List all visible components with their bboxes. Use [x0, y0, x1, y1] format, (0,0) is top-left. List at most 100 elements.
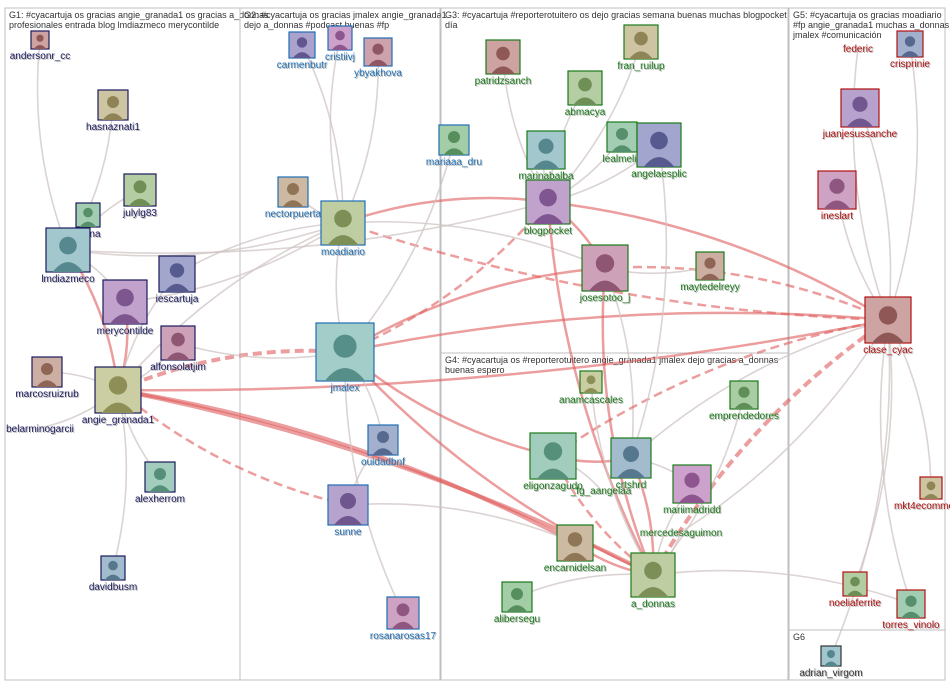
- node-label-maytedelreyy[interactable]: maytedelreyy: [680, 282, 739, 293]
- node-label-julylg83[interactable]: julylg83: [122, 208, 157, 219]
- node-avatar-head-crtshrd: [623, 446, 639, 462]
- group-title-g6-line-1: G6: [793, 632, 805, 642]
- node-label-clase_cyac[interactable]: clase_cyac: [863, 345, 912, 356]
- node-avatar-head-marinabalba: [538, 139, 553, 154]
- node-label-a_donnas[interactable]: a_donnas: [631, 599, 675, 610]
- edge-jmalex-blogpocket: [345, 202, 548, 352]
- node-label-noeliaferrite[interactable]: noeliaferrite: [829, 598, 882, 609]
- node-label-ouidadbnf[interactable]: ouidadbnf: [361, 457, 405, 468]
- node-avatar-head-ybyakhova: [372, 44, 383, 55]
- node-label-davidbusm[interactable]: davidbusm: [89, 582, 137, 593]
- node-label-rosanarosas17[interactable]: rosanarosas17: [370, 631, 437, 642]
- node-label-alibersegu[interactable]: alibersegu: [494, 614, 540, 625]
- node-label-mariimadridd[interactable]: mariimadridd: [663, 505, 721, 516]
- node-label-adrian_virgom[interactable]: adrian_virgom: [799, 668, 862, 679]
- edge-crtshrd-angelaesplic: [631, 145, 666, 458]
- node-avatar-head-lealmelis: [616, 128, 628, 140]
- edge-andersonr_cc-lmdiazmeco: [38, 40, 68, 250]
- node-label-patridzsanch[interactable]: patridzsanch: [475, 76, 532, 87]
- node-label-hasnaznati1[interactable]: hasnaznati1: [86, 122, 140, 133]
- group-title-g3-line-1: G3: #cyacartuja #reporterotuitero os dej…: [445, 10, 787, 20]
- node-label-angelaesplic[interactable]: angelaesplic: [631, 169, 687, 180]
- node-avatar-head-julylg83: [134, 180, 147, 193]
- node-label-torres_vinolo[interactable]: torres_vinolo: [882, 620, 940, 631]
- node-avatar-head-davidbusm: [108, 561, 118, 571]
- node-label-anamcascales[interactable]: anamcascales: [559, 395, 623, 406]
- node-label-fran_ruilup[interactable]: fran_ruilup: [617, 61, 665, 72]
- node-label-josesotoo_j[interactable]: josesotoo_j: [579, 293, 631, 304]
- node-avatar-head-a_donnas: [644, 562, 662, 580]
- group-title-g1-line-1: G1: #cyacartuja os gracias angie_granada…: [9, 10, 269, 20]
- node-label-lealmelis[interactable]: lealmelis: [603, 154, 642, 165]
- group-title-g5-line-3: jmalex #comunicación: [792, 30, 882, 40]
- node-label-abmacya[interactable]: abmacya: [565, 107, 606, 118]
- edge-mariaaa_dru-jmalex: [345, 140, 454, 352]
- node-avatar-head-mariaaa_dru: [448, 131, 460, 143]
- node-label-emprendedores[interactable]: emprendedores: [709, 411, 779, 422]
- node-label-mariaaa_dru[interactable]: mariaaa_dru: [426, 157, 482, 168]
- node-label-blogpocket[interactable]: blogpocket: [524, 226, 573, 237]
- node-avatar-head-cristiivj: [335, 31, 345, 41]
- node-avatar-head-eligonzagudo: [544, 442, 562, 460]
- node-avatar-head-moadiario: [334, 210, 352, 228]
- node-avatar-head-alfonsolatjim: [171, 333, 185, 347]
- node-avatar-head-iescartuja: [170, 263, 184, 277]
- node-avatar-head-fran_ruilup: [634, 32, 648, 46]
- node-label-angie_granada1[interactable]: angie_granada1: [82, 415, 155, 426]
- edge-crisprinie-clase_cyac: [888, 44, 917, 320]
- group-title-g1-line-2: profesionales entrada blog lmdiazmeco me…: [9, 20, 219, 30]
- node-label-cristiivj[interactable]: cristiivj: [325, 52, 355, 63]
- node-avatar-head-mariimadridd: [684, 473, 699, 488]
- node-avatar-head-mkt4ecommerce: [927, 481, 936, 490]
- node-label-sunne[interactable]: sunne: [334, 527, 362, 538]
- node-label-carmenbutr[interactable]: carmenbutr: [277, 60, 328, 71]
- node-avatar-head-rosanarosas17: [397, 603, 410, 616]
- node-label-encarnidelsan[interactable]: encarnidelsan: [544, 563, 606, 574]
- group-title-g2-line-1: G2: #cyacartuja os gracias jmalex angie_…: [244, 10, 447, 20]
- node-avatar-head-abmacya: [578, 78, 592, 92]
- node-avatar-head-torres_vinolo: [905, 596, 916, 607]
- group-title-g4-line-2: buenas espero: [445, 365, 505, 375]
- node-avatar-head-juanjesussanche: [852, 97, 867, 112]
- node-label-ineslart[interactable]: ineslart: [821, 211, 853, 222]
- node-avatar-head-emprendedores: [738, 387, 749, 398]
- node-label-belarminogarcii[interactable]: belarminogarcii: [6, 424, 74, 435]
- node-label-federic[interactable]: federic: [843, 44, 873, 55]
- node-label-jmalex[interactable]: jmalex: [330, 383, 360, 394]
- node-label-ybyakhova[interactable]: ybyakhova: [354, 68, 402, 79]
- node-label-lmdiazmeco[interactable]: lmdiazmeco: [41, 274, 95, 285]
- node-label-marcosruizrub[interactable]: marcosruizrub: [15, 389, 79, 400]
- node-label-mkt4ecommerce[interactable]: mkt4ecommerce: [894, 501, 950, 512]
- node-avatar-head-ouidadbnf: [377, 431, 389, 443]
- node-avatar-head-angelaesplic: [650, 132, 668, 150]
- node-avatar-head-angie_granada1: [109, 376, 127, 394]
- node-avatar-head-noeliaferrite: [850, 577, 860, 587]
- edge-jmalex-josesotoo_j: [345, 268, 605, 352]
- node-label-merycontilde[interactable]: merycontilde: [97, 326, 154, 337]
- edge-clase_cyac-noeliaferrite: [855, 320, 892, 584]
- node-label-iescartuja[interactable]: iescartuja: [156, 294, 199, 305]
- node-avatar-head-mona: [83, 208, 93, 218]
- node-label-nectorpuerta[interactable]: nectorpuerta: [265, 209, 322, 220]
- node-avatar-head-carmenbutr: [297, 37, 307, 47]
- node-label-moadiario[interactable]: moadiario: [321, 247, 365, 258]
- node-label-juanjesussanche[interactable]: juanjesussanche: [822, 129, 898, 140]
- node-label-crisprinie[interactable]: crisprinie: [890, 59, 930, 70]
- group-title-g5-line-1: G5: #cyacartuja os gracias moadiario: [793, 10, 942, 20]
- node-label-mercedesaguimon[interactable]: mercedesaguimon: [640, 528, 722, 539]
- node-label-andersonr_cc[interactable]: andersonr_cc: [10, 51, 71, 62]
- node-avatar-head-nectorpuerta: [287, 183, 299, 195]
- node-label-alexherrom[interactable]: alexherrom: [135, 494, 185, 505]
- node-avatar-head-ineslart: [829, 179, 844, 194]
- node-label-alfonsolatjim[interactable]: alfonsolatjim: [150, 362, 206, 373]
- node-avatar-head-lmdiazmeco: [59, 237, 77, 255]
- edge-merycontilde-moadiario: [125, 223, 343, 302]
- node-avatar-head-alibersegu: [511, 588, 523, 600]
- node-avatar-head-patridzsanch: [496, 47, 510, 61]
- node-label-fg_aangelaa[interactable]: _fg_aangelaa: [570, 486, 632, 497]
- node-avatar-head-marcosruizrub: [41, 363, 53, 375]
- node-avatar-head-alexherrom: [154, 468, 166, 480]
- node-avatar-head-encarnidelsan: [568, 532, 582, 546]
- node-avatar-head-clase_cyac: [879, 306, 897, 324]
